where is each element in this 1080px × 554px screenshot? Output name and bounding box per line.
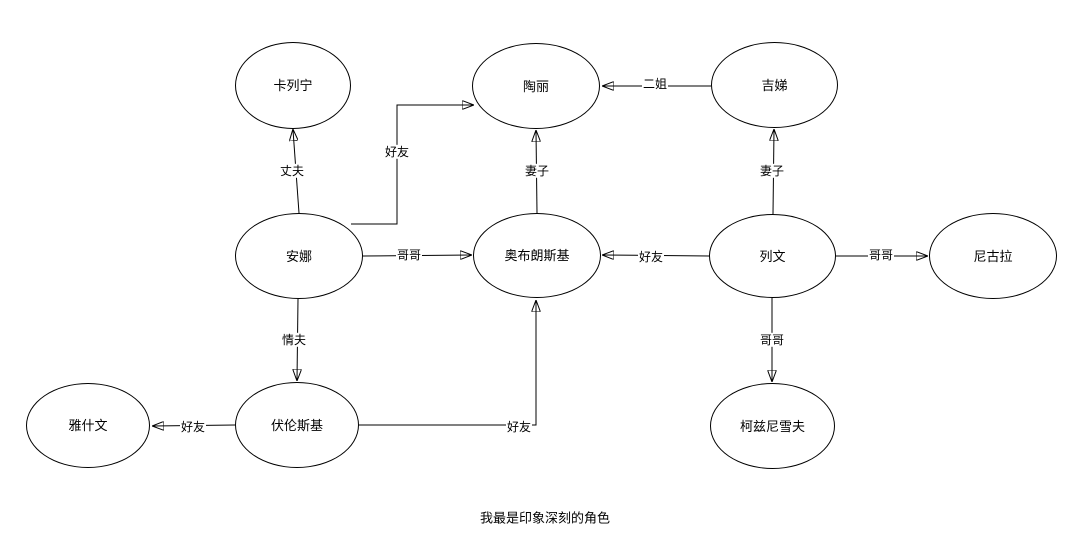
edge-anna-dolly-line <box>351 105 473 225</box>
edge-label-levin-nikolai: 哥哥 <box>867 247 895 263</box>
edge-label-vronsky-oblonsky: 好友 <box>505 419 533 435</box>
diagram-caption: 我最是印象深刻的角色 <box>479 510 611 526</box>
node-kitty[interactable]: 吉娣 <box>711 42 838 128</box>
edge-label-anna-dolly: 好友 <box>383 144 411 160</box>
node-nikolai[interactable]: 尼古拉 <box>929 213 1057 299</box>
node-koznyshev[interactable]: 柯兹尼雪夫 <box>710 383 835 469</box>
edge-label-anna-karenin: 丈夫 <box>278 163 306 179</box>
edge-label-kitty-dolly: 二姐 <box>641 76 669 92</box>
edge-label-levin-kitty: 妻子 <box>758 163 786 179</box>
node-koznyshev-label: 柯兹尼雪夫 <box>739 418 805 434</box>
node-nikolai-label: 尼古拉 <box>973 248 1013 264</box>
edge-label-levin-koznyshev: 哥哥 <box>758 332 786 348</box>
node-dolly-label: 陶丽 <box>522 78 549 94</box>
node-anna[interactable]: 安娜 <box>235 213 363 299</box>
node-dolly[interactable]: 陶丽 <box>472 43 600 129</box>
node-yashvin[interactable]: 雅什文 <box>26 383 150 468</box>
edge-label-levin-oblonsky: 好友 <box>637 249 665 265</box>
node-levin-label: 列文 <box>759 248 786 264</box>
edge-label-anna-oblonsky: 哥哥 <box>395 247 423 263</box>
node-karenin-label: 卡列宁 <box>273 78 313 93</box>
node-kitty-label: 吉娣 <box>761 77 788 93</box>
node-yashvin-label: 雅什文 <box>68 418 108 433</box>
node-vronsky-label: 伏伦斯基 <box>270 417 323 433</box>
node-oblonsky[interactable]: 奥布朗斯基 <box>473 213 601 298</box>
node-vronsky[interactable]: 伏伦斯基 <box>235 382 359 468</box>
edge-label-oblonsky-dolly: 妻子 <box>523 163 551 179</box>
node-levin[interactable]: 列文 <box>709 214 836 298</box>
node-oblonsky-label: 奥布朗斯基 <box>504 248 570 263</box>
edge-label-vronsky-yashvin: 好友 <box>179 419 207 435</box>
node-anna-label: 安娜 <box>285 248 312 264</box>
edge-vronsky-oblonsky-line <box>359 301 536 426</box>
node-karenin[interactable]: 卡列宁 <box>235 42 351 129</box>
edge-label-anna-vronsky: 情夫 <box>280 332 308 348</box>
